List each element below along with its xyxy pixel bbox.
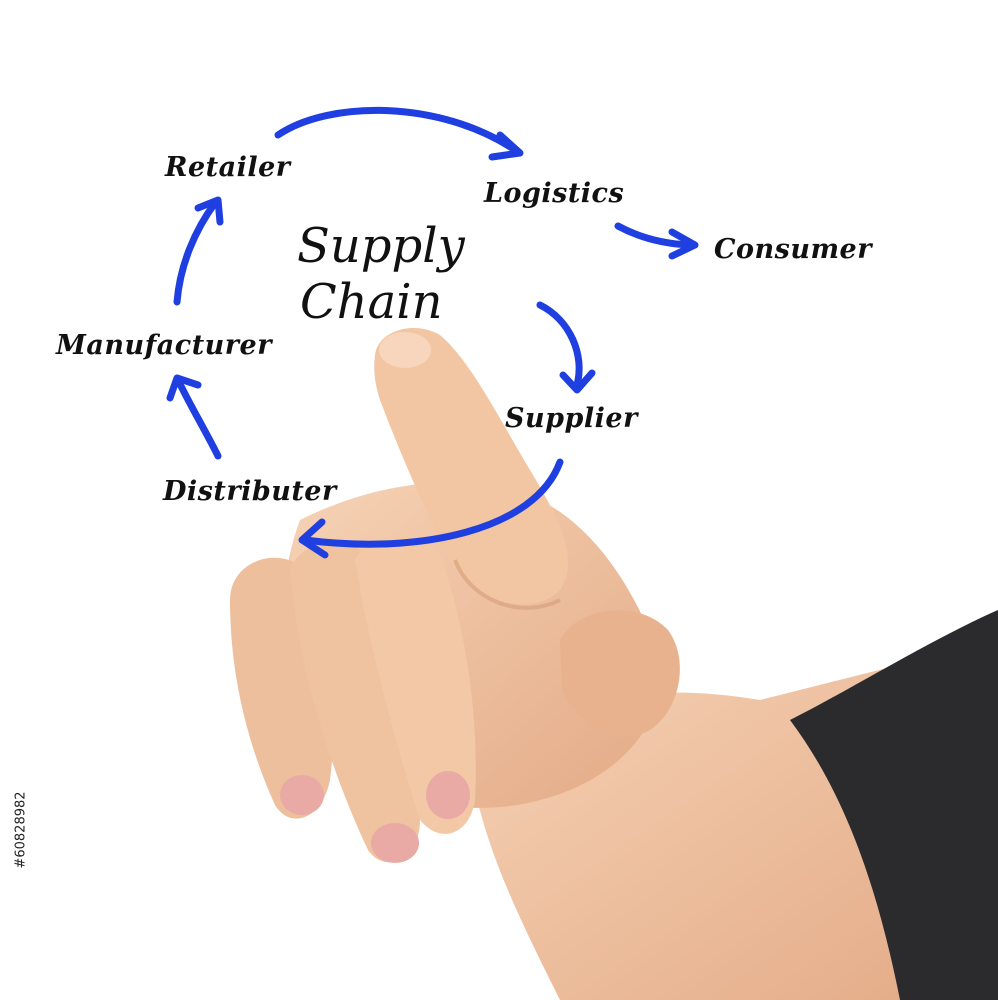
arrowhead bbox=[668, 228, 699, 260]
arrowhead bbox=[559, 369, 596, 394]
node-manufacturer: Manufacturer bbox=[56, 330, 272, 361]
diagram-title-line1: Supply bbox=[297, 218, 465, 274]
node-distributer: Distributer bbox=[163, 476, 337, 507]
arrow-retailer-to-logistics bbox=[274, 106, 519, 154]
fingernail bbox=[426, 771, 470, 819]
diagram-title-line2: Chain bbox=[300, 274, 443, 330]
arrow-logistics-to-consumer bbox=[614, 222, 694, 249]
arrowhead bbox=[194, 196, 224, 226]
arrow-distributer-to-manufacturer bbox=[174, 376, 222, 460]
arrow-to-supplier bbox=[536, 301, 583, 389]
index-finger bbox=[374, 327, 569, 605]
node-consumer: Consumer bbox=[714, 234, 872, 265]
fingernail bbox=[280, 775, 324, 815]
node-logistics: Logistics bbox=[484, 178, 625, 209]
stock-image-id-text: #60828982 bbox=[13, 791, 29, 869]
knuckle-shadow bbox=[453, 559, 561, 610]
fingertip-highlight bbox=[379, 332, 431, 368]
fingernail bbox=[371, 823, 419, 863]
arrow-manufacturer-to-retailer bbox=[173, 199, 219, 306]
stock-image-id: #60828982 bbox=[6, 770, 36, 890]
node-supplier: Supplier bbox=[505, 403, 638, 434]
curled-finger-3 bbox=[355, 534, 476, 834]
arrow-supplier-to-distributer bbox=[301, 458, 564, 548]
node-retailer: Retailer bbox=[165, 152, 291, 183]
black-sleeve bbox=[790, 610, 998, 1000]
thumb bbox=[560, 610, 680, 737]
arrowhead bbox=[166, 374, 202, 402]
arrowhead bbox=[488, 131, 524, 161]
arrowhead bbox=[298, 518, 329, 559]
